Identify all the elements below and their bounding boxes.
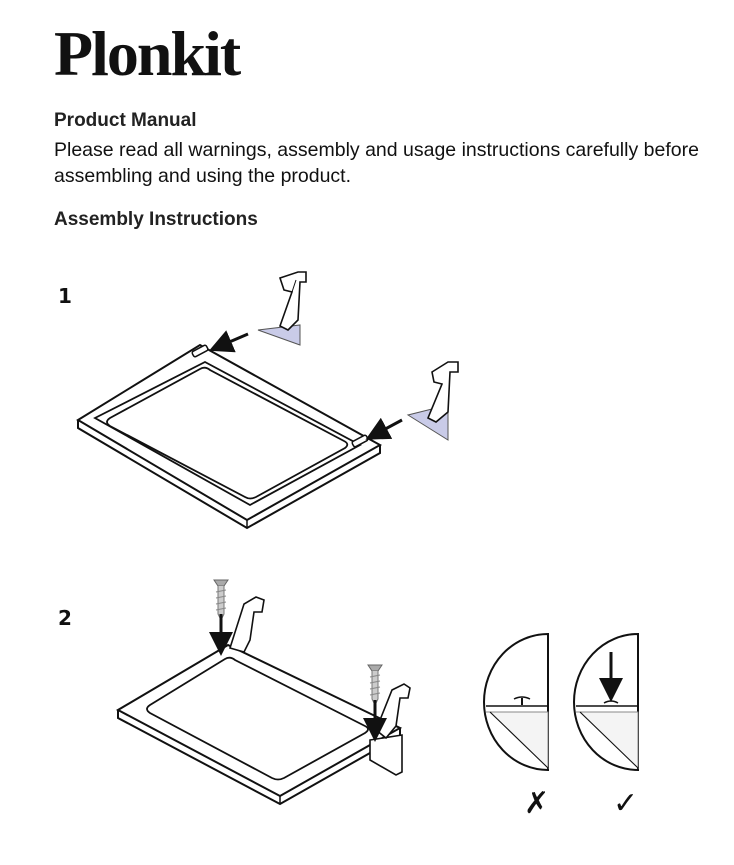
step-2-illustration — [115, 579, 639, 806]
tray-board — [76, 343, 383, 530]
hook-bracket-mounted-2 — [375, 683, 411, 740]
brand-logo: Plonkit — [54, 18, 241, 89]
hook-bracket-mounted-1 — [228, 596, 265, 653]
manual-intro: Please read all warnings, assembly and u… — [54, 139, 699, 187]
arrow-1 — [208, 330, 249, 353]
assembly-title: Assembly Instructions — [54, 209, 258, 230]
arrow-2 — [365, 417, 403, 440]
step-1-number: 1 — [58, 284, 72, 308]
detail-correct — [573, 632, 639, 772]
correct-mark-icon: ✓ — [613, 786, 639, 821]
hook-bracket-2 — [406, 361, 459, 441]
screw-1 — [209, 579, 233, 656]
manual-title: Product Manual — [54, 110, 197, 131]
tray-board-assembled — [115, 643, 403, 806]
wrong-mark-icon: ✗ — [524, 786, 550, 821]
step-1-illustration — [76, 271, 459, 530]
hook-bracket-1 — [257, 271, 307, 346]
step-2-number: 2 — [58, 606, 72, 630]
screw-2 — [363, 664, 387, 742]
detail-wrong — [483, 632, 549, 772]
